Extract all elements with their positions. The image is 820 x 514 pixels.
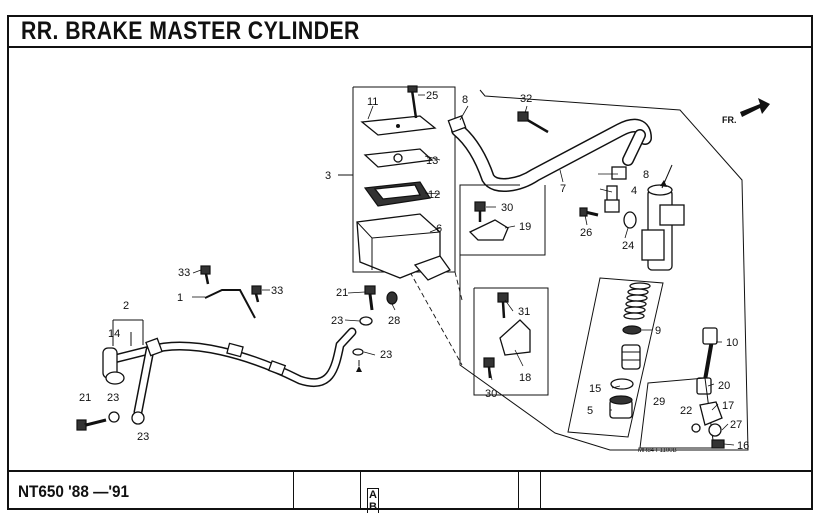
- callout-23d: 23: [137, 431, 149, 443]
- sealing-washer: [108, 411, 120, 423]
- footer-column-divider: [540, 470, 541, 510]
- footer-divider: [7, 470, 813, 472]
- callout-8a: 8: [462, 94, 468, 106]
- callout-26: 26: [580, 227, 592, 239]
- section-tab: A B: [367, 488, 379, 513]
- callout-8b: 8: [643, 169, 649, 181]
- hose-clip: [611, 166, 627, 180]
- callout-19: 19: [519, 221, 531, 233]
- piston: [621, 344, 641, 370]
- callout-5: 5: [587, 405, 593, 417]
- callout-28: 28: [388, 315, 400, 327]
- callout-2: 2: [123, 300, 129, 312]
- footer-column-divider: [518, 470, 519, 510]
- section-tab-letter: A: [369, 489, 377, 501]
- callout-23b: 23: [380, 349, 392, 361]
- callout-23c: 23: [107, 392, 119, 404]
- callout-9: 9: [655, 325, 661, 337]
- spring: [623, 282, 651, 320]
- callout-33b: 33: [271, 285, 283, 297]
- rubber-grommet: [386, 291, 398, 305]
- bracket-group-outline: [473, 287, 549, 396]
- callout-30b: 30: [485, 388, 497, 400]
- o-ring: [623, 211, 637, 229]
- callout-16: 16: [737, 440, 749, 452]
- callout-15: 15: [589, 383, 601, 395]
- callout-7: 7: [560, 183, 566, 195]
- rear-bracket: [499, 319, 531, 356]
- callout-32: 32: [520, 93, 532, 105]
- footer-column-divider: [360, 470, 361, 510]
- callout-27: 27: [730, 419, 742, 431]
- callout-10: 10: [726, 337, 738, 349]
- callout-14: 14: [108, 328, 120, 340]
- figure-reference-code: MR84-F1100B: [638, 448, 677, 454]
- cup-seal: [622, 325, 642, 335]
- mounting-bracket: [468, 219, 509, 241]
- callout-4: 4: [631, 185, 637, 197]
- callout-25: 25: [426, 90, 438, 102]
- page-title: RR. BRAKE MASTER CYLINDER: [21, 17, 360, 45]
- clevis-joint: [699, 401, 723, 426]
- callout-23a: 23: [331, 315, 343, 327]
- section-tab-letter-2: B: [369, 501, 377, 513]
- hose-clip: [447, 115, 467, 133]
- model-years: NT650 '88 —'91: [18, 482, 130, 501]
- callout-21b: 21: [79, 392, 91, 404]
- callout-6: 6: [436, 223, 442, 235]
- callout-33a: 33: [178, 267, 190, 279]
- callout-17: 17: [722, 400, 734, 412]
- callout-31: 31: [518, 306, 530, 318]
- sealing-washer: [131, 411, 145, 425]
- cylinder-group-outline: [459, 89, 749, 451]
- diagram-frame: [7, 15, 813, 510]
- callout-12: 12: [428, 189, 440, 201]
- callout-30a: 30: [501, 202, 513, 214]
- title-bar: RR. BRAKE MASTER CYLINDER: [7, 15, 813, 48]
- callout-22: 22: [680, 405, 692, 417]
- callout-13: 13: [426, 155, 438, 167]
- front-arrow-icon: [740, 98, 770, 117]
- front-direction-label: FR.: [722, 115, 737, 125]
- callout-24: 24: [622, 240, 634, 252]
- callout-3: 3: [325, 170, 331, 182]
- callout-29: 29: [653, 396, 665, 408]
- footer-column-divider: [293, 470, 294, 510]
- hose-clamp: [204, 289, 256, 319]
- callout-20: 20: [718, 380, 730, 392]
- callout-11: 11: [367, 96, 378, 108]
- push-rod: [702, 327, 718, 345]
- callout-18: 18: [519, 372, 531, 384]
- cotter-pin: [711, 439, 725, 449]
- callout-1: 1: [177, 292, 183, 304]
- callout-21a: 21: [336, 287, 348, 299]
- piston-kit-outline: [567, 277, 664, 438]
